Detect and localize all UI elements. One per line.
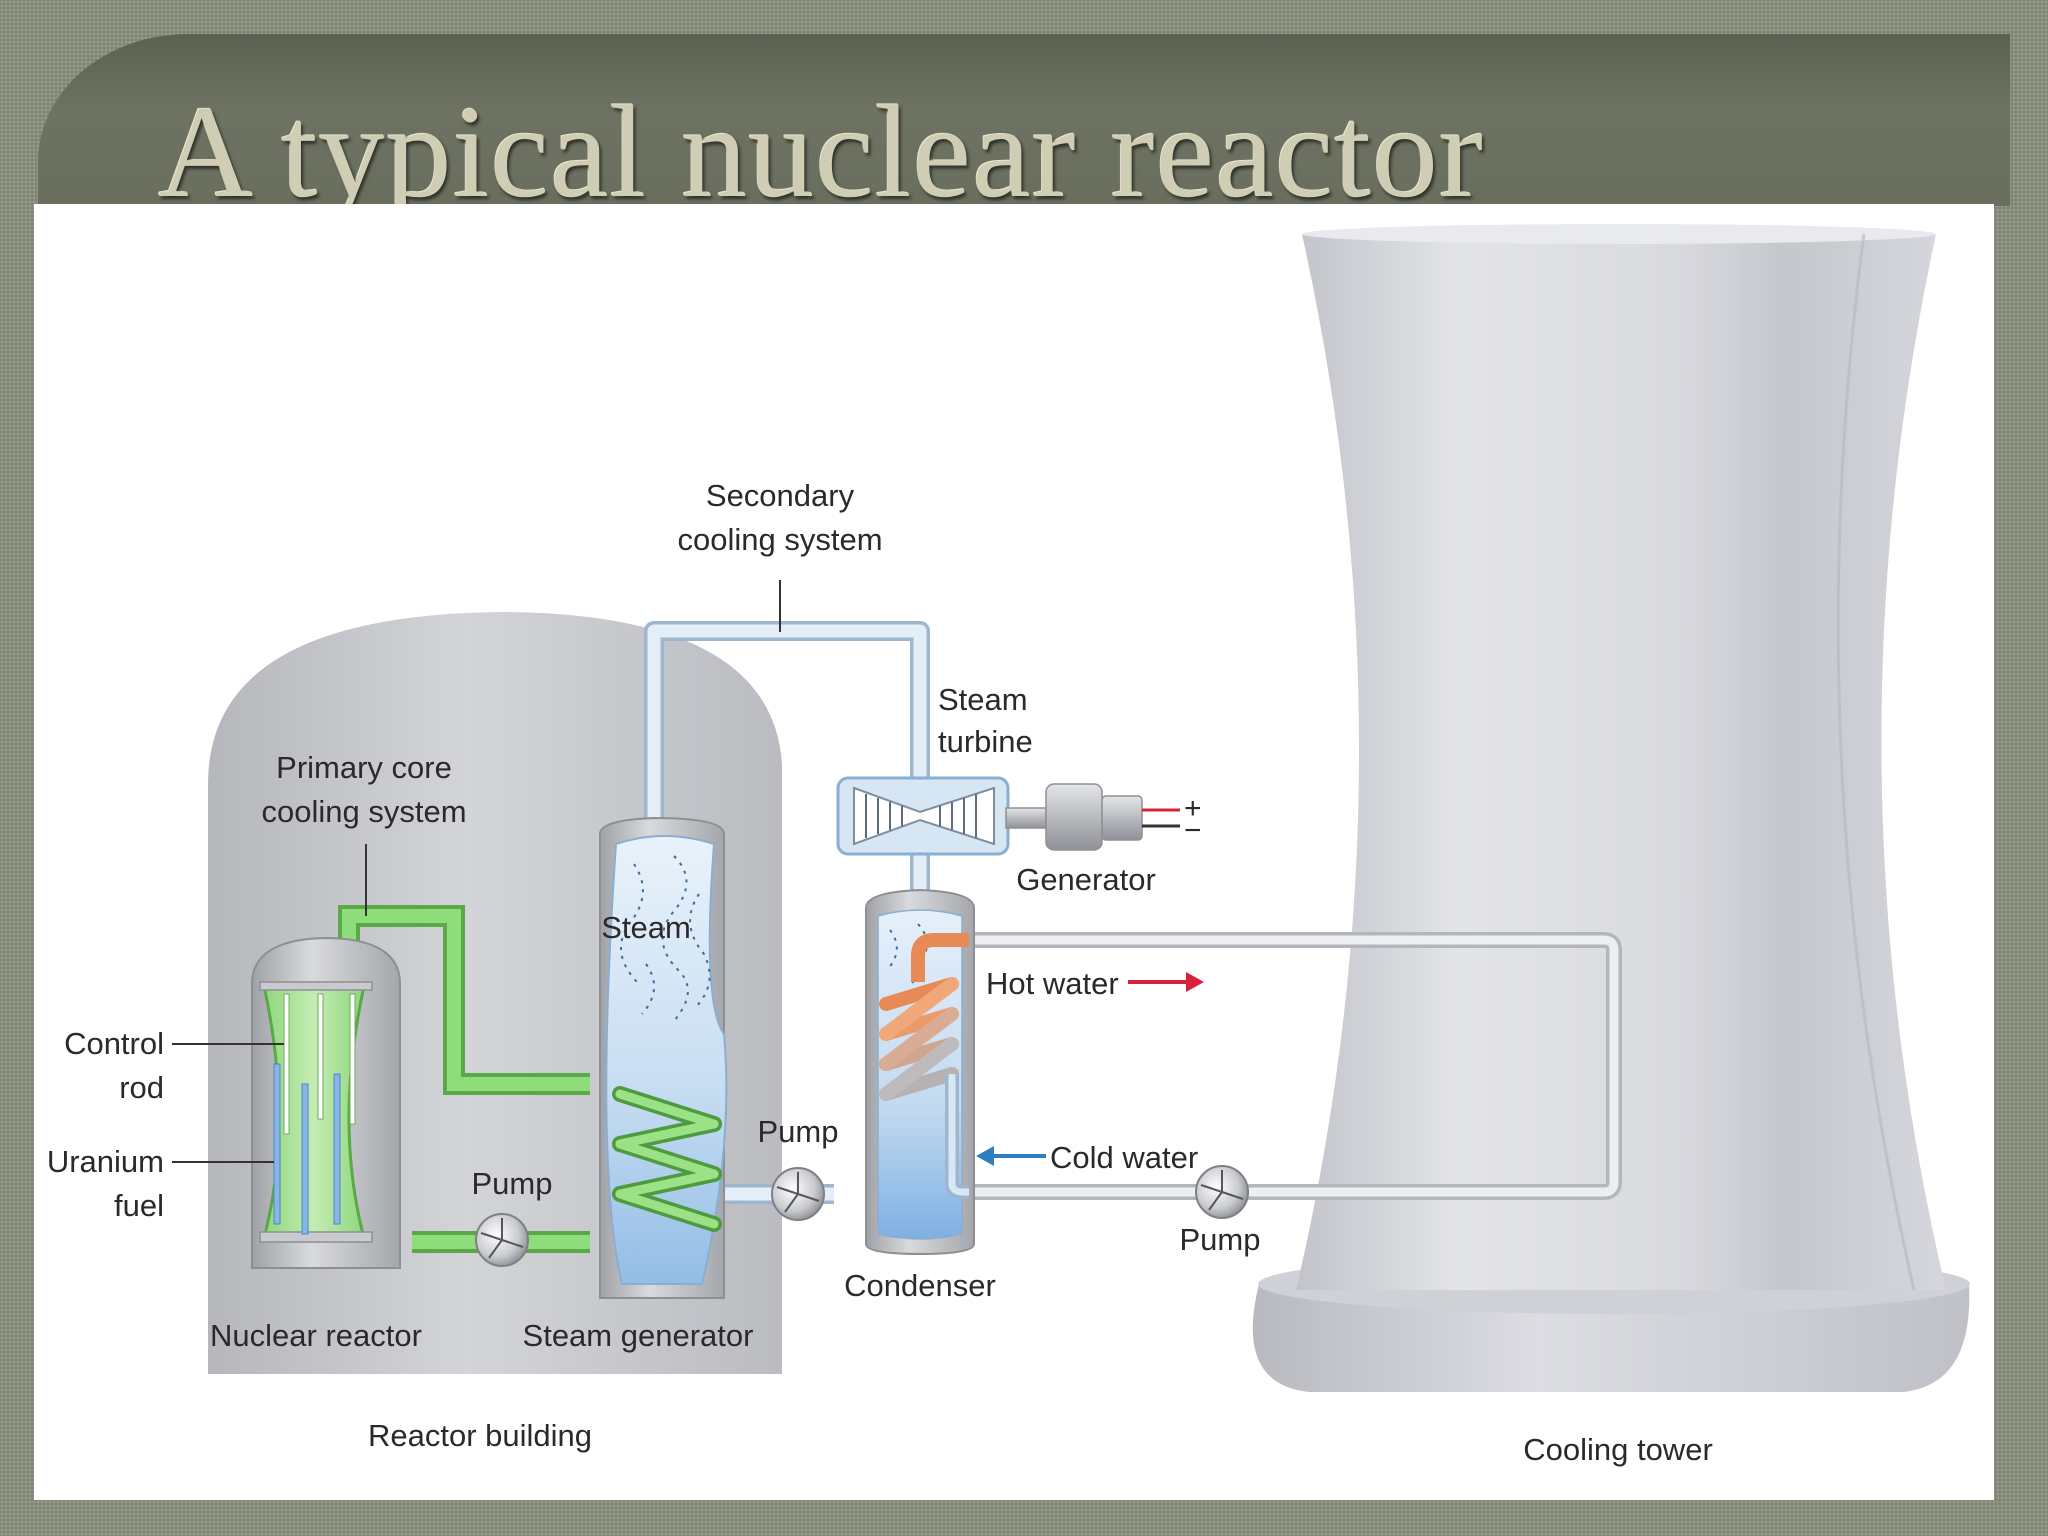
label-reactor-building: Reactor building <box>368 1418 592 1453</box>
cooling-tower-shell <box>1296 234 1946 1290</box>
cooling-water-pipes <box>964 932 1622 1200</box>
label-pump-cooling: Pump <box>1180 1222 1261 1257</box>
steam-swirls <box>620 855 711 1022</box>
condenser-coil <box>879 933 969 1199</box>
label-control-rod-line1: Control <box>64 1026 164 1061</box>
label-steam-turbine-line2: turbine <box>938 724 1033 759</box>
steam-generator-coils <box>612 1086 722 1232</box>
title-bar: A typical nuclear reactor <box>38 34 2010 218</box>
hot-water-arrow <box>1128 972 1204 992</box>
label-uranium-fuel-line2: fuel <box>114 1188 164 1223</box>
pump-secondary <box>771 1167 825 1221</box>
label-secondary-cooling-line2: cooling system <box>677 522 882 557</box>
label-secondary-cooling-line1: Secondary <box>706 478 855 513</box>
cooling-tower-shade-line <box>1836 233 1916 1291</box>
turbine-blades <box>865 794 977 838</box>
cooling-tower-rim <box>1302 224 1936 244</box>
label-hot-water: Hot water <box>986 966 1119 1001</box>
steam-generator <box>599 816 728 1299</box>
cold-water-arrow <box>976 1146 1046 1166</box>
label-cold-water: Cold water <box>1050 1140 1198 1175</box>
cooling-tower <box>1252 224 1970 1392</box>
diagram-panel: + − <box>34 204 1994 1500</box>
label-primary-cooling-line1: Primary core <box>276 750 452 785</box>
pump-cooling <box>1195 1165 1249 1219</box>
label-steam: Steam <box>601 910 691 945</box>
reactor-diagram: + − <box>47 224 1970 1467</box>
label-condenser: Condenser <box>844 1268 996 1303</box>
cooling-tower-base <box>1252 1284 1970 1392</box>
label-primary-cooling-line2: cooling system <box>261 794 466 829</box>
nuclear-reactor-vessel <box>251 936 401 1269</box>
control-rods <box>283 993 356 1135</box>
label-control-rod-line2: rod <box>119 1070 164 1105</box>
label-uranium-fuel-line1: Uranium <box>47 1144 164 1179</box>
steam-turbine <box>836 776 1010 856</box>
label-cooling-tower: Cooling tower <box>1523 1432 1713 1467</box>
uranium-fuel-rods <box>273 1063 341 1235</box>
label-generator: Generator <box>1016 862 1156 897</box>
label-steam-turbine-line1: Steam <box>938 682 1028 717</box>
pump-primary <box>475 1213 529 1267</box>
label-nuclear-reactor: Nuclear reactor <box>210 1318 422 1353</box>
minus-sign: − <box>1184 814 1202 847</box>
label-pump-secondary: Pump <box>758 1114 839 1149</box>
slide-title: A typical nuclear reactor <box>158 78 1484 225</box>
condenser <box>865 888 975 1256</box>
plus-sign: + <box>1184 792 1202 825</box>
label-steam-generator: Steam generator <box>523 1318 754 1353</box>
generator: + − <box>1005 783 1202 851</box>
label-pump-primary: Pump <box>472 1166 553 1201</box>
